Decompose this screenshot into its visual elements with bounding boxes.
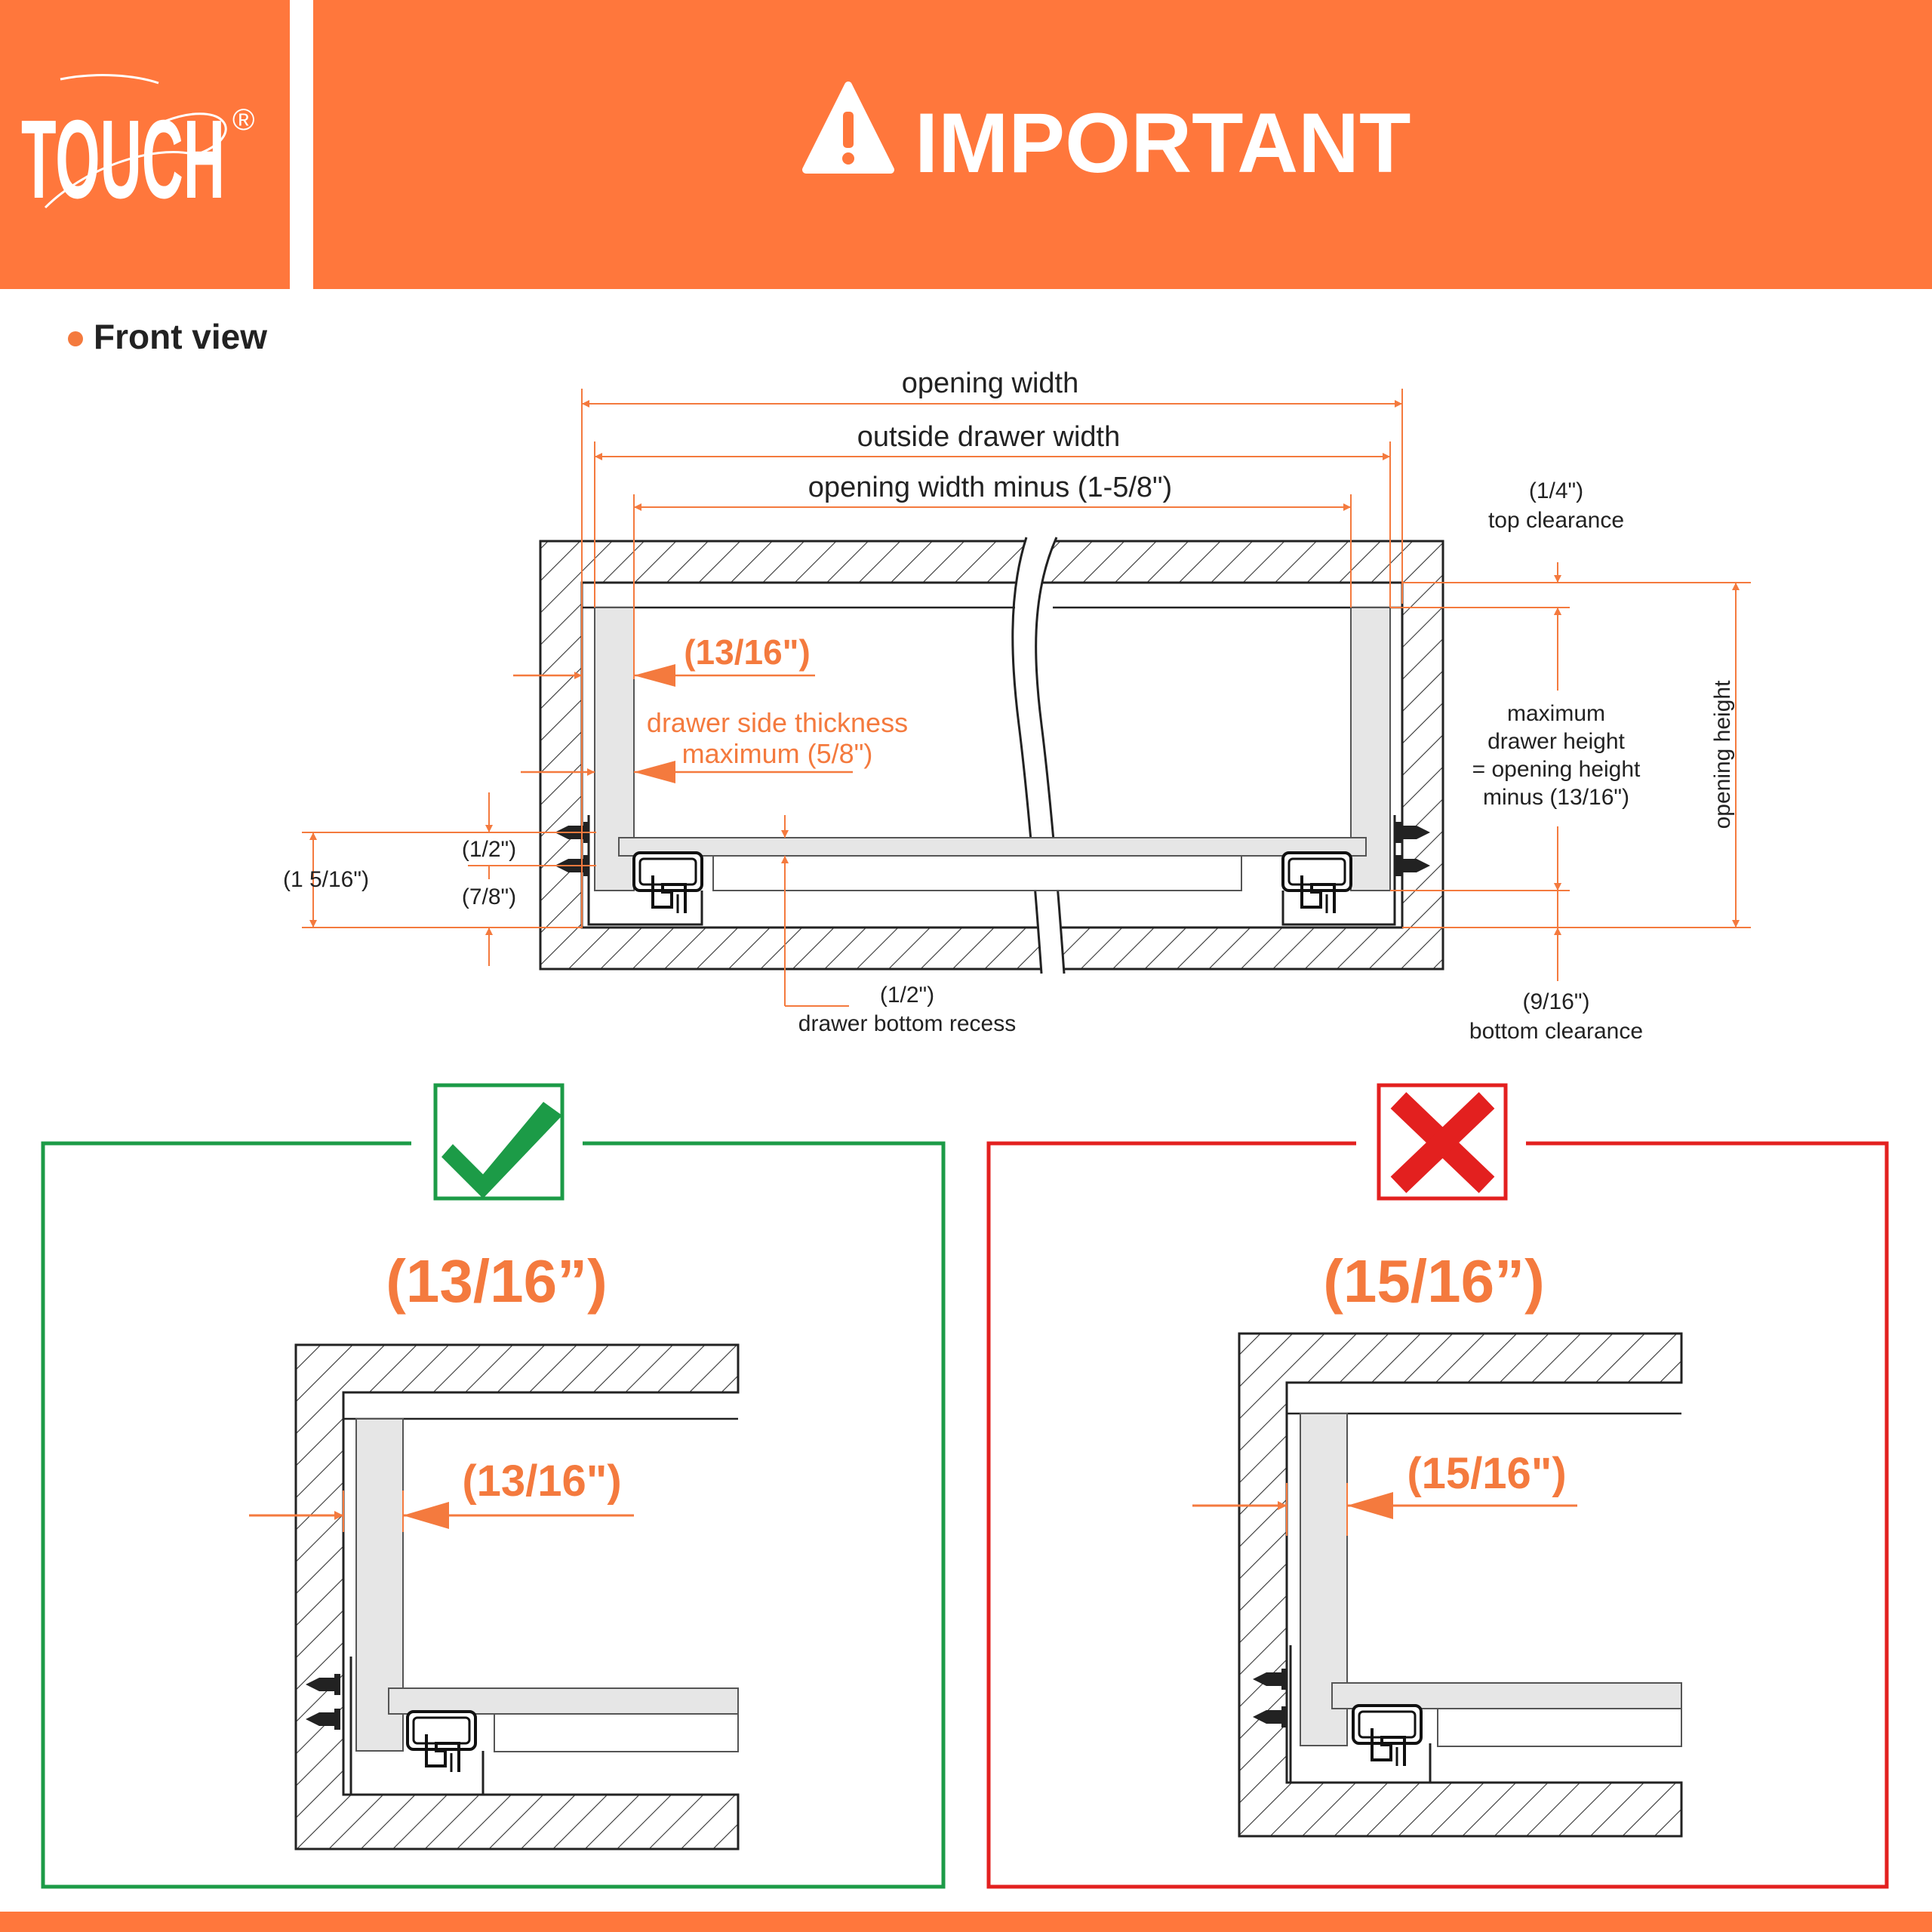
logo-swoosh bbox=[44, 112, 227, 209]
registered-mark: ® bbox=[232, 103, 254, 137]
wrong-gap-label: (15/16") bbox=[1407, 1449, 1566, 1498]
cross-icon bbox=[1390, 1092, 1495, 1193]
half-inch-label: (1/2") bbox=[462, 837, 516, 862]
opening-width-minus-label: opening width minus (1-5/8") bbox=[808, 472, 1172, 503]
cabinet-section bbox=[539, 540, 1444, 971]
brand-logo: TOUCH bbox=[21, 97, 225, 222]
checkmark-icon bbox=[441, 1102, 562, 1198]
max-height-line4: minus (13/16") bbox=[1483, 785, 1629, 810]
logo-swoosh-top bbox=[60, 74, 159, 85]
top-clearance-label: top clearance bbox=[1488, 508, 1624, 533]
wrong-title: (15/16”) bbox=[1323, 1247, 1544, 1315]
drawer-bottom bbox=[618, 837, 1367, 857]
opening-height-label: opening height bbox=[1710, 680, 1735, 829]
correct-panel: (13/16”) (13/16") bbox=[41, 1083, 946, 1889]
logo-panel bbox=[0, 0, 290, 289]
top-clearance-value: (1/4") bbox=[1529, 478, 1583, 503]
side-thickness-line2: maximum (5/8") bbox=[682, 738, 873, 769]
bottom-clearance-label: bottom clearance bbox=[1469, 1019, 1643, 1044]
max-height-line1: maximum bbox=[1507, 701, 1605, 726]
seven-eighths-label: (7/8") bbox=[462, 884, 516, 909]
opening-width-label: opening width bbox=[902, 368, 1079, 399]
bottom-recess-label: drawer bottom recess bbox=[798, 1011, 1016, 1036]
bottom-recess-value: (1/2") bbox=[880, 983, 934, 1008]
side-gap-label: (13/16") bbox=[684, 632, 811, 672]
correct-gap-label: (13/16") bbox=[462, 1457, 621, 1506]
correct-title: (13/16”) bbox=[386, 1247, 607, 1315]
bullet-icon bbox=[68, 331, 83, 346]
bottom-clearance-value: (9/16") bbox=[1522, 989, 1589, 1014]
max-height-line3: = opening height bbox=[1472, 757, 1641, 782]
footer-bar bbox=[0, 1912, 1932, 1932]
page-title: IMPORTANT bbox=[915, 96, 1411, 190]
warning-triangle-icon bbox=[802, 82, 894, 174]
max-height-line2: drawer height bbox=[1487, 729, 1625, 754]
wrong-panel: (15/16”) (15/16") bbox=[986, 1083, 1889, 1889]
front-view-diagram: opening width outside drawer width openi… bbox=[283, 368, 1751, 1044]
header-bar bbox=[313, 0, 1932, 289]
section-label: Front view bbox=[94, 317, 267, 356]
outside-drawer-width-label: outside drawer width bbox=[857, 421, 1121, 453]
side-thickness-line1: drawer side thickness bbox=[647, 707, 908, 738]
one-5-16-label: (1 5/16") bbox=[283, 867, 369, 892]
